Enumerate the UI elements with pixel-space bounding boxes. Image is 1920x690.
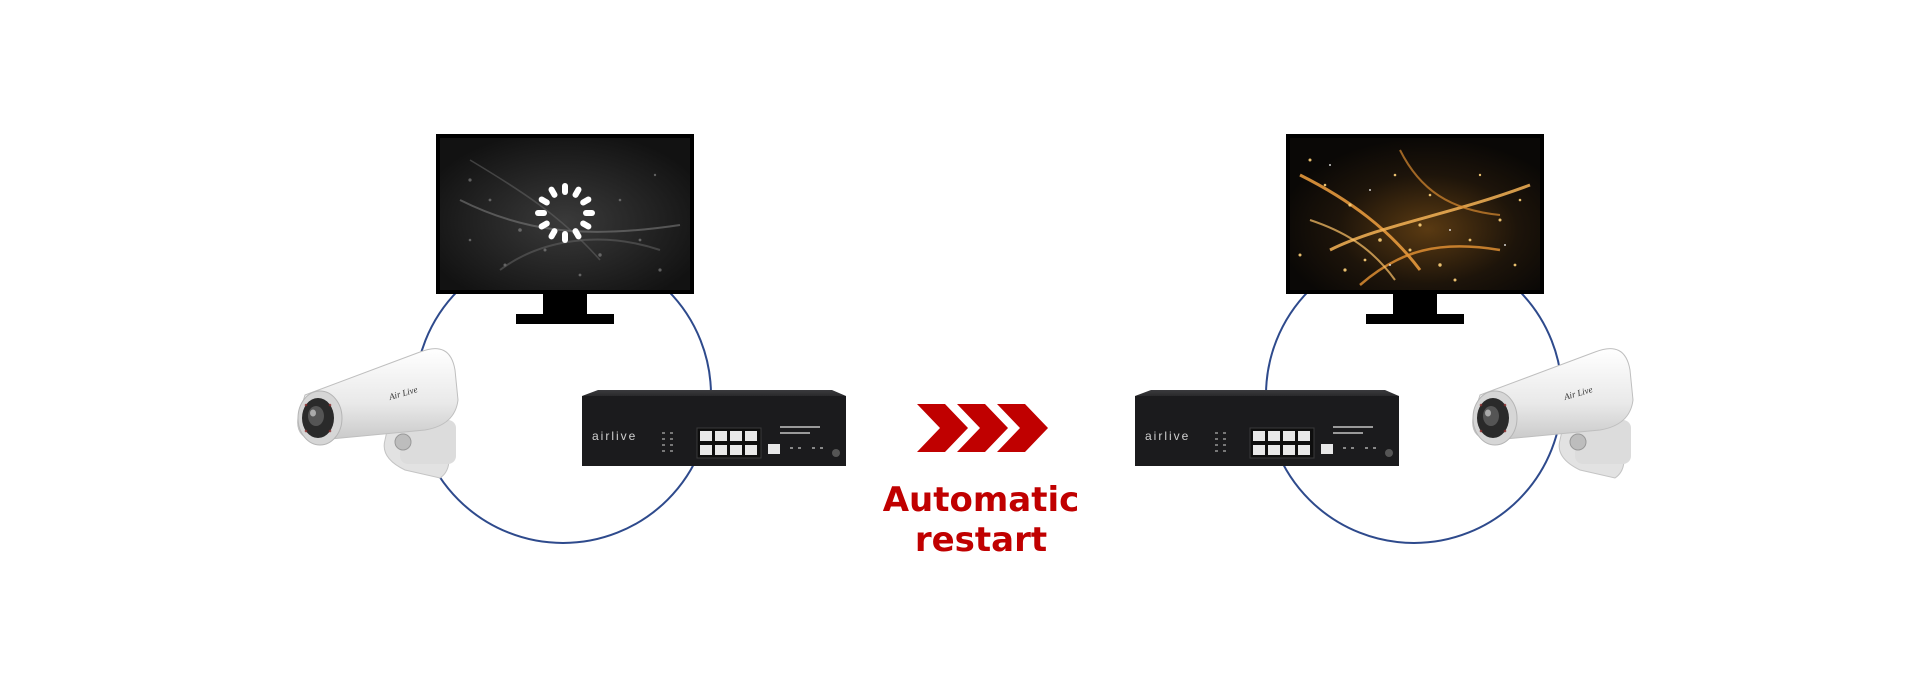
- automatic-restart-caption: Automatic restart: [882, 480, 1080, 560]
- right-monitor: [1286, 134, 1544, 324]
- left-switch: airlive: [582, 390, 846, 466]
- triple-chevron-right-icon: [917, 404, 1048, 452]
- right-switch-logo: airlive: [1145, 429, 1190, 443]
- right-switch: airlive: [1135, 390, 1399, 466]
- loading-spinner-icon: [535, 183, 595, 243]
- right-setup: airlive: [1135, 134, 1634, 544]
- left-monitor-screen: [440, 138, 690, 290]
- left-monitor: [436, 134, 694, 324]
- left-switch-logo: airlive: [592, 429, 637, 443]
- right-monitor-screen: [1290, 138, 1540, 290]
- right-camera: Air Live: [1472, 348, 1634, 479]
- left-setup: Air Live airlive: [297, 134, 846, 544]
- left-camera: Air Live: [297, 348, 459, 479]
